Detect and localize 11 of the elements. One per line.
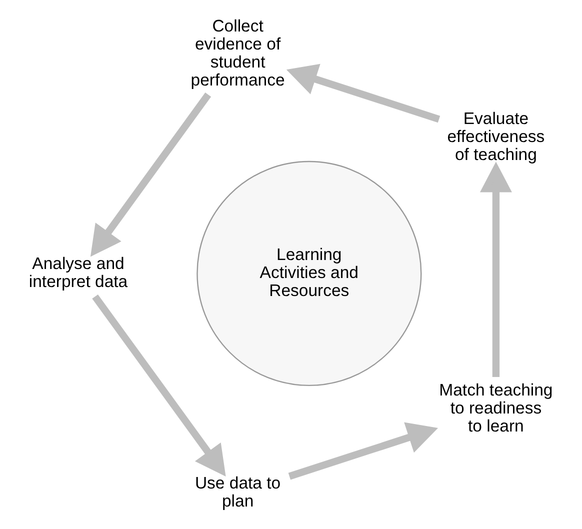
arrow <box>286 64 440 123</box>
arrow <box>92 294 226 477</box>
node-text: Match teaching to readiness to learn <box>439 380 553 436</box>
node-text: Evaluate effectiveness of teaching <box>447 109 545 164</box>
node-text: Analyse and interpret data <box>28 254 128 291</box>
arrow <box>480 162 512 377</box>
arrow <box>90 92 212 257</box>
node-circle: Learning Activities and Resources <box>196 160 422 386</box>
node-text: Collect evidence of student performance <box>190 16 285 90</box>
arrow <box>288 422 438 480</box>
node-text: Use data to plan <box>194 474 281 510</box>
